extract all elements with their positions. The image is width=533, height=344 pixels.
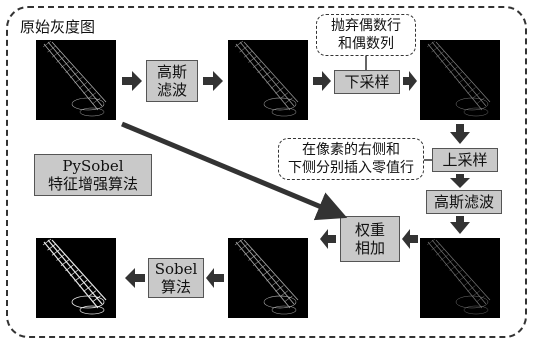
sobel-label-2: 算法 [160,278,191,296]
original-gray-image [36,40,116,120]
upsampled-filtered-image [420,238,500,318]
gaussian-filter-box: 高斯 滤波 [146,60,198,102]
insert-zeros-note-line-2: 下侧分别插入零值行 [288,160,414,176]
diagram-title: 原始灰度图 [20,18,96,36]
dashed-frame [6,6,527,338]
pysobel-label-box: PySobel 特征增强算法 [34,154,152,196]
gaussian-filter-2-box: 高斯滤波 [426,190,502,214]
upsample-label: 上采样 [442,151,488,169]
gaussian-filter-label-2: 滤波 [156,81,187,99]
weighted-add-box: 权重 相加 [340,216,400,262]
sobel-label-1: Sobel [154,260,198,278]
drop-rows-note-line-1: 抛弃偶数行 [331,18,401,34]
drop-rows-note-line-2: 和偶数列 [338,36,394,52]
drop-rows-note: 抛弃偶数行 和偶数列 [316,14,416,56]
downsampled-image [420,40,500,120]
gaussian-filter-2-label: 高斯滤波 [433,193,494,211]
pysobel-label-line-2: 特征增强算法 [47,175,138,193]
gaussian-filter-label-1: 高斯 [156,63,187,81]
insert-zeros-note-line-1: 在像素的右侧和 [302,142,400,158]
weighted-add-label-1: 权重 [354,221,385,239]
weighted-add-label-2: 相加 [354,239,385,257]
pysobel-label-line-1: PySobel [62,157,124,175]
gaussian-filtered-image [228,40,308,120]
insert-zeros-note: 在像素的右侧和 下侧分别插入零值行 [278,138,424,180]
weighted-sum-image [228,238,308,318]
downsample-label: 下采样 [344,73,390,91]
downsample-box: 下采样 [334,70,400,94]
sobel-box: Sobel 算法 [148,258,204,298]
sobel-enhanced-image [36,238,116,318]
upsample-box: 上采样 [432,148,498,172]
